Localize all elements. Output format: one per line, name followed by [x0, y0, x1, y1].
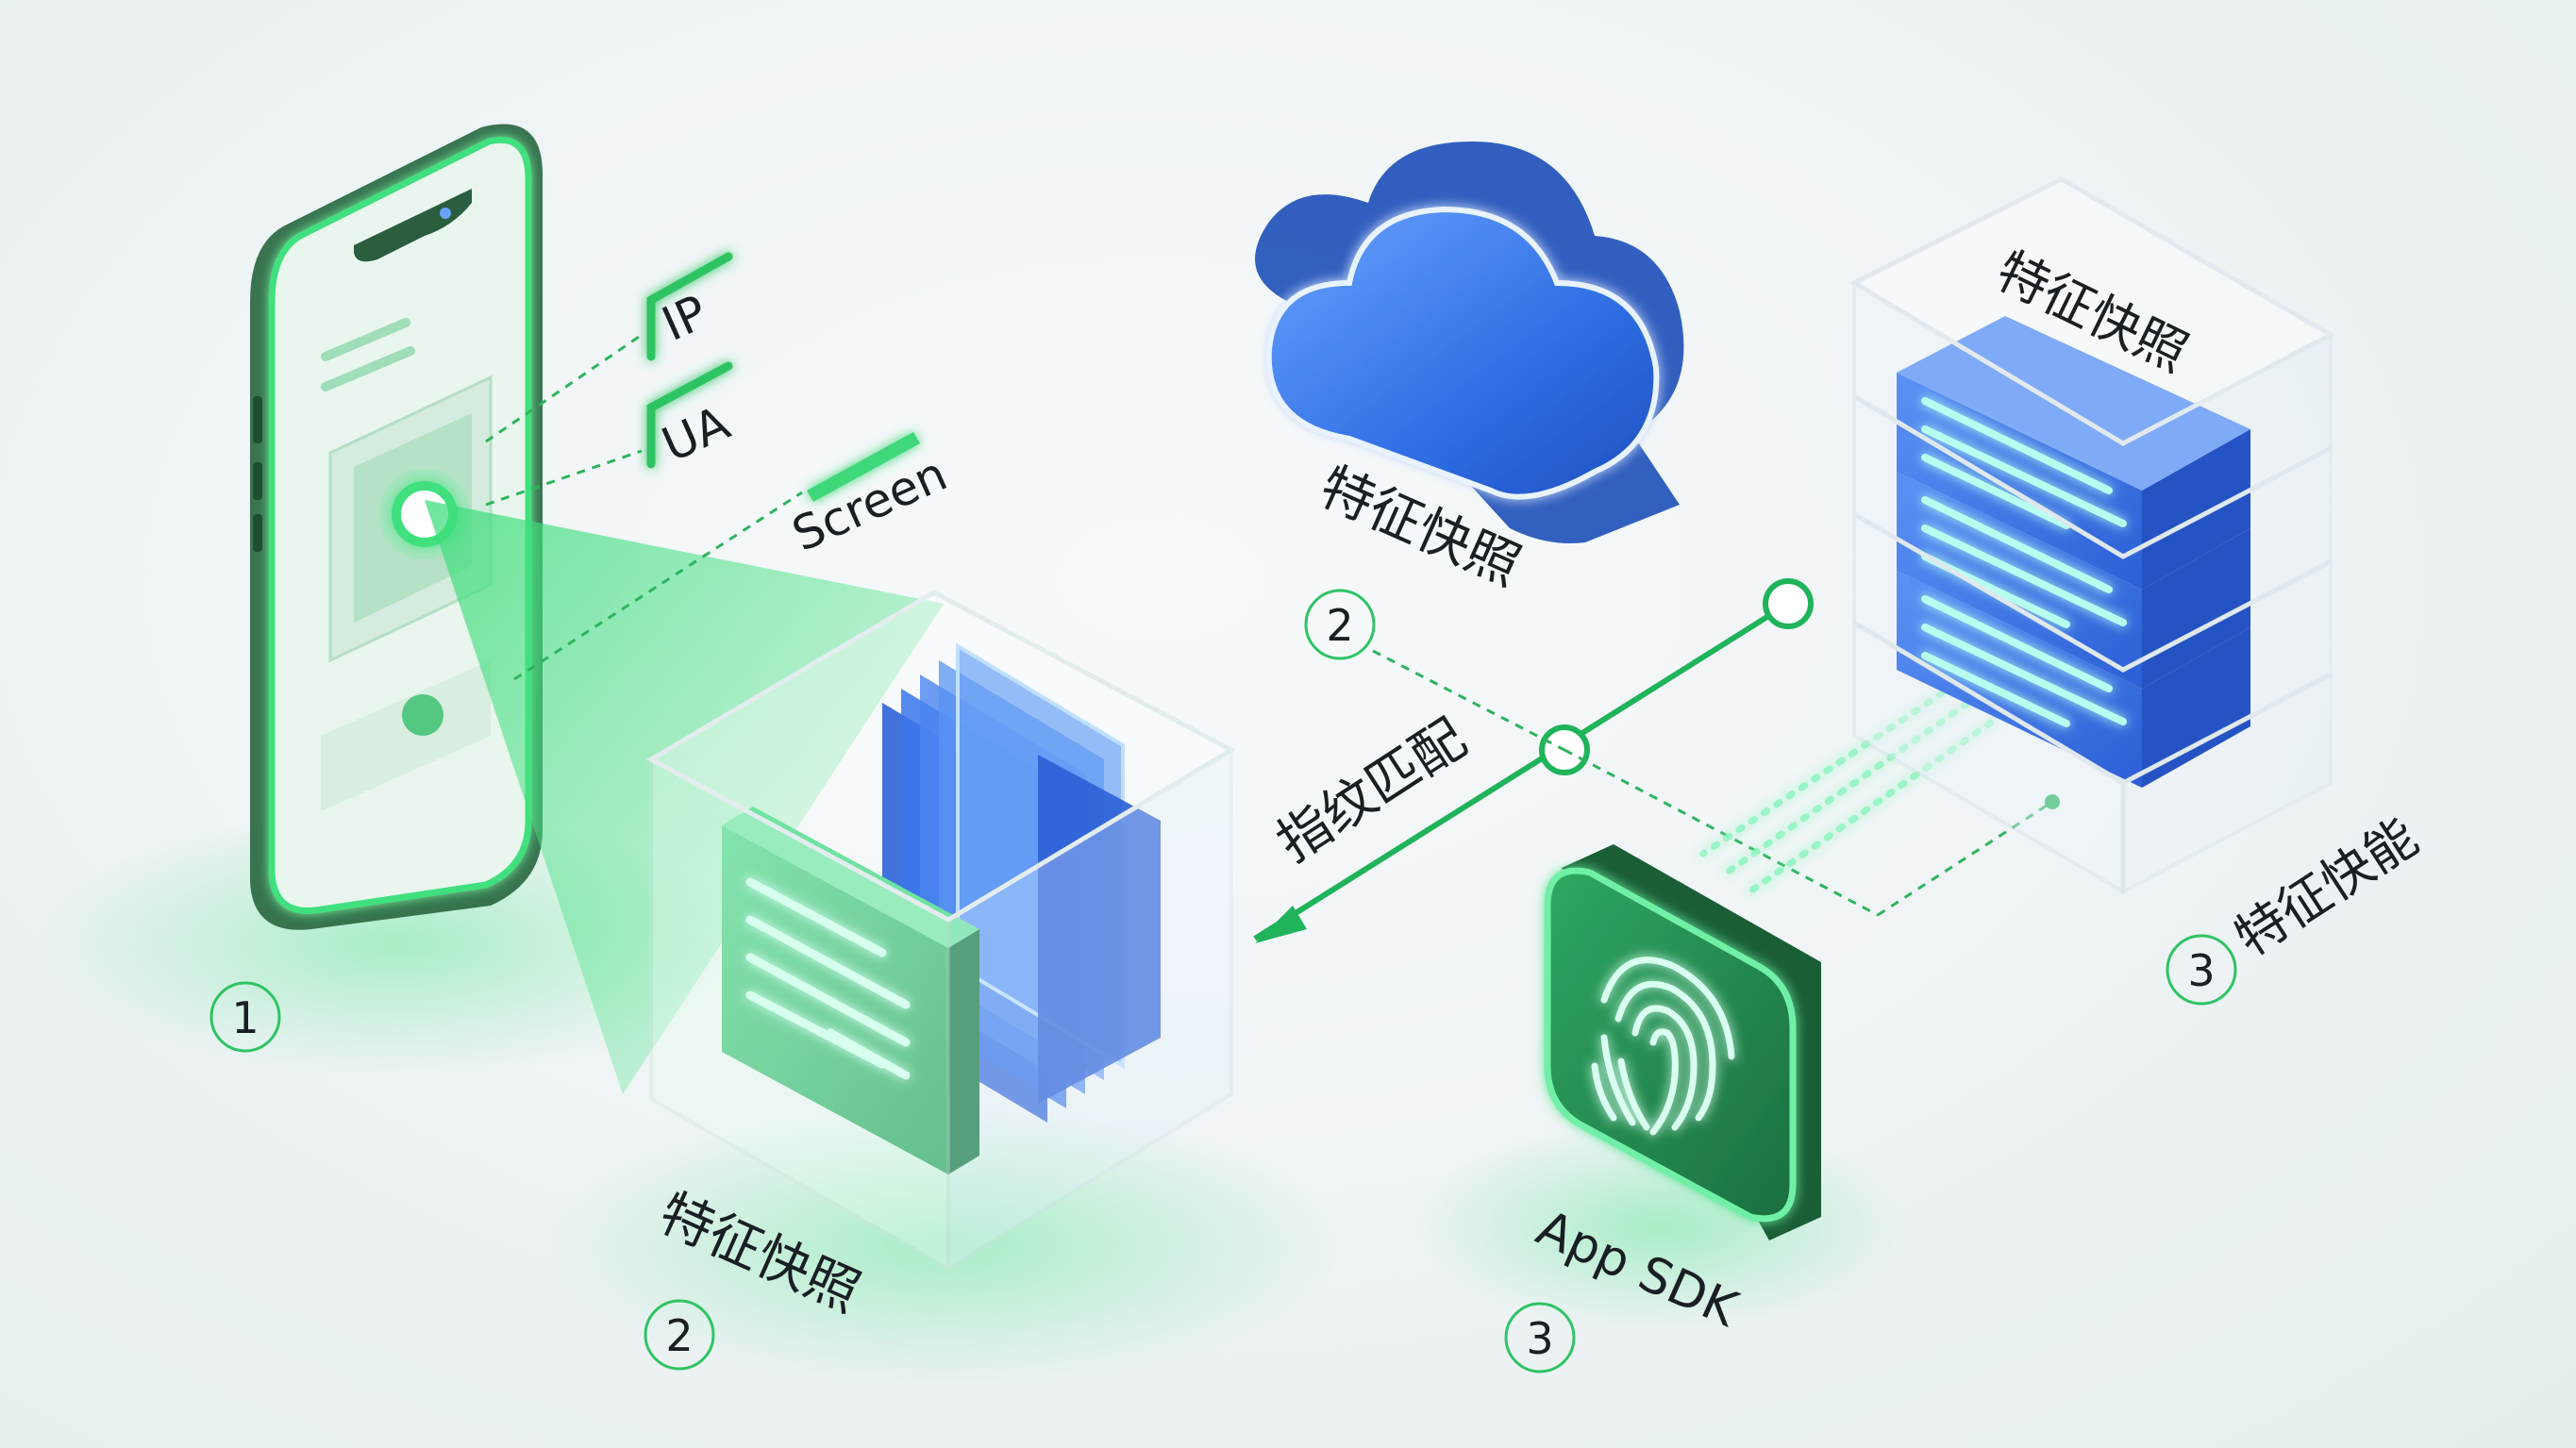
step-badge-3-sdk-text: 3: [1526, 1313, 1553, 1364]
server-stack: [1699, 176, 2336, 895]
phone-leader-lines: [485, 333, 803, 681]
server-side-label: 特征快能: [2225, 807, 2428, 967]
connector-dot: [2045, 794, 2060, 809]
phone-side-button: [253, 396, 262, 443]
phone-side-button: [253, 462, 262, 500]
server-slab-2: [1897, 472, 2250, 689]
step-badge-3-sdk: 3: [1504, 1302, 1576, 1373]
step-badge-1-text: 1: [231, 992, 259, 1043]
glass-cube: [645, 590, 1237, 1273]
connector-node: [1763, 578, 1814, 629]
phone-camera-icon: [440, 208, 451, 219]
fingerprint-match-connector: [1253, 578, 2060, 943]
phone-notch: [354, 189, 472, 262]
cube-green-document: [722, 807, 979, 1174]
step-badge-2-cloud: 2: [1304, 589, 1376, 660]
step-badge-3-server: 3: [2166, 934, 2237, 1006]
app-sdk-tile: [1544, 844, 1821, 1240]
tag-ip: IP: [646, 252, 733, 361]
server-slab-3: [1897, 571, 2250, 788]
arrow-label: 指纹匹配: [1266, 707, 1477, 874]
step-badge-2-cube-text: 2: [665, 1310, 693, 1361]
cloud-icon: [1255, 141, 1684, 543]
phone-side-button: [253, 514, 262, 552]
phone-device: [250, 124, 543, 930]
step-badge-2-cloud-text: 2: [1326, 600, 1353, 651]
tag-ua: UA: [646, 361, 738, 473]
step-badge-2-cube: 2: [644, 1299, 715, 1371]
cube-floor-glow: [547, 1104, 1340, 1387]
step-badge-3-server-text: 3: [2187, 945, 2215, 996]
tag-ua-text: UA: [654, 395, 737, 473]
step-badge-1: 1: [209, 981, 281, 1053]
fingerprint-icon: [1591, 957, 1735, 1136]
tag-screen: Screen: [784, 432, 955, 562]
connector-arrowhead: [1255, 906, 1307, 943]
cube-blue-slabs: [882, 642, 1161, 1123]
scan-beam: [425, 500, 944, 1094]
